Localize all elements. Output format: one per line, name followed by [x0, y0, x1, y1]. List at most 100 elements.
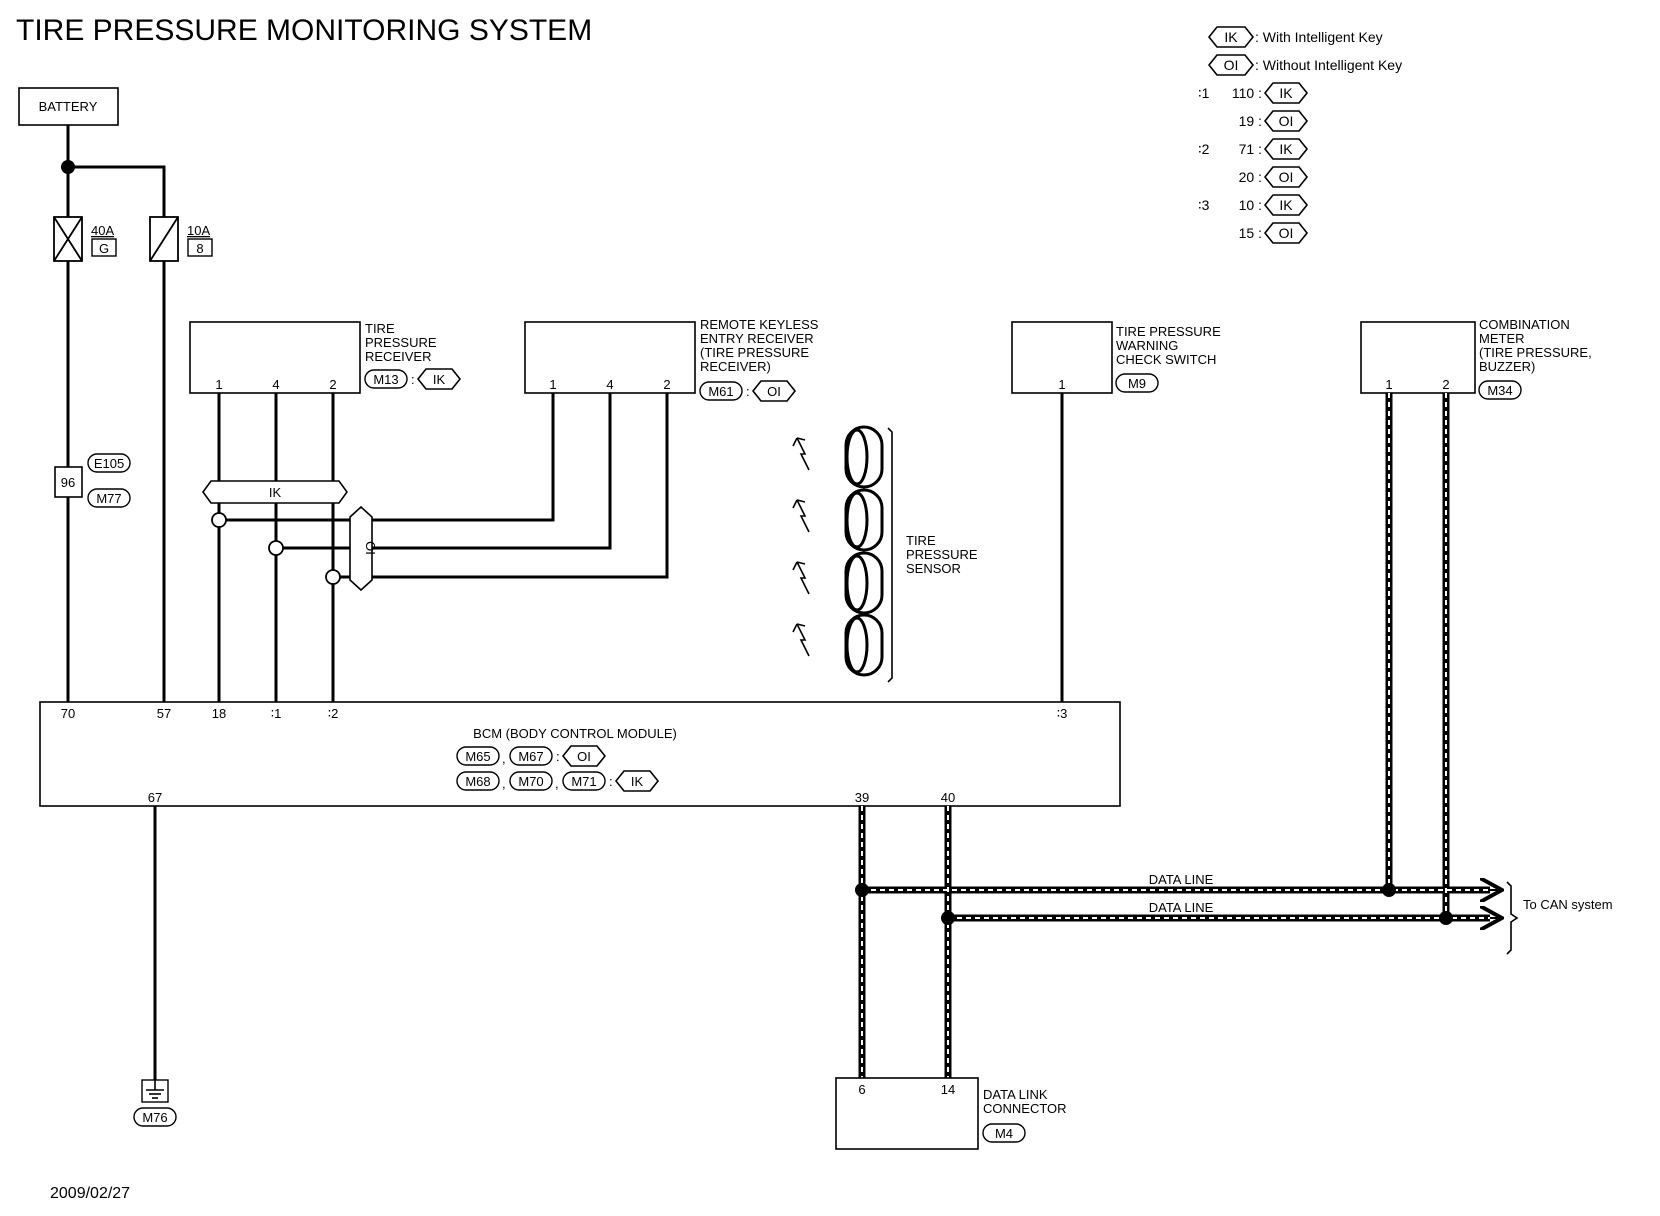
meter-pin-1: 1: [1385, 377, 1392, 392]
note-2-mark: ∶2: [1198, 141, 1210, 157]
splice-2: [268, 540, 284, 556]
tpr-pin-4: 4: [272, 377, 279, 392]
legend-ik-tag: IK: [1207, 26, 1255, 48]
dlc-pin-6: 6: [858, 1082, 865, 1097]
note-3-ik-tag: IK: [1263, 194, 1309, 216]
rke-name-1: REMOTE KEYLESS: [700, 317, 819, 332]
sensor-bracket: [887, 427, 893, 683]
ground-connector: M76: [142, 1110, 167, 1125]
note-1-oi-tag: OI: [1263, 110, 1309, 132]
splice-1: [211, 512, 227, 528]
note-1-mark: ∶1: [1198, 85, 1210, 101]
bcm-connector-m68: M68: [465, 774, 490, 789]
bcm-pin-57: 57: [157, 706, 171, 721]
dlc-name-1: DATA LINK: [983, 1087, 1048, 1102]
bcm-pin-70: 70: [61, 706, 75, 721]
fuse-40a-id: G: [99, 241, 109, 256]
rke-name-2: ENTRY RECEIVER: [700, 331, 814, 346]
svg-text::: :: [556, 749, 560, 764]
rke-name-3: (TIRE PRESSURE: [700, 345, 809, 360]
meter-name-1: COMBINATION: [1479, 317, 1570, 332]
bcm-pin-67: 67: [148, 790, 162, 805]
bcm-name: BCM (BODY CONTROL MODULE): [473, 726, 677, 741]
note-1-oi-pin: 19 :: [1239, 113, 1262, 129]
tpr-colon: :: [411, 372, 415, 387]
meter-connector: M34: [1487, 383, 1512, 398]
bcm-connector-m71: M71: [571, 774, 596, 789]
fuse-10a-rating: 10A: [187, 223, 210, 238]
dlc-pin-14: 14: [941, 1082, 955, 1097]
connector-e105: E105: [94, 456, 124, 471]
bcm-connector-m67: M67: [518, 749, 543, 764]
warning-check-switch: 1 TIRE PRESSURE WARNING CHECK SWITCH M9: [1011, 321, 1221, 394]
rke-pin-2: 2: [663, 377, 670, 392]
sensor-name-2: PRESSURE: [906, 547, 978, 562]
bcm-pin-note2: ∶2: [328, 706, 339, 721]
switch-name-3: CHECK SWITCH: [1116, 352, 1216, 367]
rke-colon: :: [746, 384, 750, 399]
note-2-ik-pin: 71 :: [1239, 141, 1262, 157]
battery-box: BATTERY: [18, 87, 119, 126]
remote-keyless-receiver: 1 4 2 REMOTE KEYLESS ENTRY RECEIVER (TIR…: [524, 317, 819, 402]
tpr-name-2: PRESSURE: [365, 335, 437, 350]
bcm-pin-39: 39: [855, 790, 869, 805]
note-3-oi-pin: 15 :: [1239, 225, 1262, 241]
switch-connector: M9: [1128, 376, 1146, 391]
tire-icon: [792, 613, 884, 677]
tpr-pin-1: 1: [215, 377, 222, 392]
bcm-pin-40: 40: [941, 790, 955, 805]
tpr-connector: M13: [373, 372, 398, 387]
dlc-name-2: CONNECTOR: [983, 1101, 1067, 1116]
can-splice-meter-1: [1382, 883, 1396, 897]
splice-3: [325, 569, 341, 585]
battery-label: BATTERY: [39, 99, 98, 114]
ground-connector-outline: [133, 1107, 177, 1127]
bcm-ik-code: IK: [631, 774, 644, 789]
ik-bar-label: IK: [269, 485, 282, 500]
page-title: TIRE PRESSURE MONITORING SYSTEM: [16, 14, 592, 47]
bcm-connector-m70: M70: [518, 774, 543, 789]
tpr-pin-2: 2: [329, 377, 336, 392]
tire-pressure-sensors: TIRE PRESSURE SENSOR: [792, 425, 978, 683]
rke-pin-1: 1: [549, 377, 556, 392]
svg-text:OI: OI: [1279, 113, 1294, 129]
svg-text:OI: OI: [1224, 57, 1239, 73]
legend-ik-label: : With Intelligent Key: [1255, 29, 1383, 45]
sensor-name-1: TIRE: [906, 533, 936, 548]
rke-pin-4: 4: [606, 377, 613, 392]
note-1-ik-tag: IK: [1263, 82, 1309, 104]
tpr-name-1: TIRE: [365, 321, 395, 336]
svg-text:IK: IK: [1224, 29, 1238, 45]
fuse-10a-id: 8: [196, 241, 203, 256]
bcm-connector-m65: M65: [465, 749, 490, 764]
data-link-connector: 6 14 DATA LINK CONNECTOR M4: [835, 1077, 1067, 1150]
fuse-40a-rating: 40A: [91, 223, 114, 238]
tpr-code: IK: [433, 372, 446, 387]
meter-name-4: BUZZER): [1479, 359, 1535, 374]
note-3-ik-pin: 10 :: [1239, 197, 1262, 213]
svg-text:IK: IK: [1279, 85, 1293, 101]
legend-oi-label: : Without Intelligent Key: [1255, 57, 1402, 73]
svg-text:IK: IK: [1279, 141, 1293, 157]
sensor-name-3: SENSOR: [906, 561, 961, 576]
switch-name-1: TIRE PRESSURE: [1116, 324, 1221, 339]
tire-icon: [792, 551, 884, 615]
switch-name-2: WARNING: [1116, 338, 1178, 353]
note-2-oi-pin: 20 :: [1239, 169, 1262, 185]
note-2-ik-tag: IK: [1263, 138, 1309, 160]
rke-connector: M61: [708, 384, 733, 399]
note-1-ik-pin: 110 :: [1232, 85, 1262, 101]
note-2-oi-tag: OI: [1263, 166, 1309, 188]
svg-text:,: ,: [555, 776, 559, 791]
can-splice-39: [855, 883, 869, 897]
signal-wires: [153, 393, 1064, 1080]
svg-text:,: ,: [502, 751, 506, 766]
bcm-pin-note3: ∶3: [1057, 706, 1068, 721]
battery-splice-dot: [61, 160, 75, 174]
fuse-10a: 10A 8: [149, 216, 213, 262]
meter-name-3: (TIRE PRESSURE,: [1479, 345, 1592, 360]
data-line-label-1: DATA LINE: [1149, 872, 1214, 887]
svg-text:IK: IK: [1279, 197, 1293, 213]
can-splice-40: [941, 911, 955, 925]
